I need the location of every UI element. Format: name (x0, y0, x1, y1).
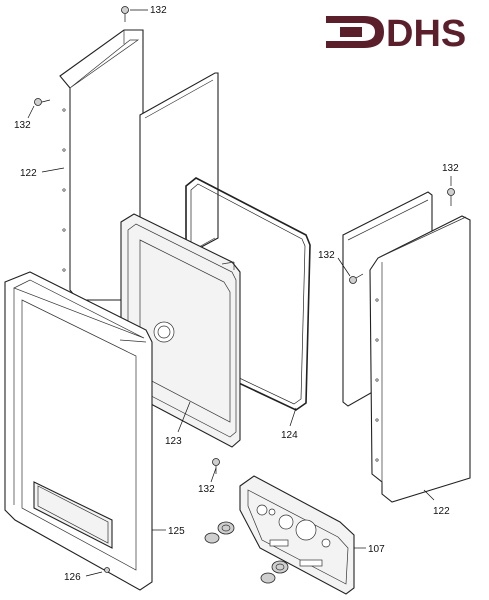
front-foot-icon (104, 567, 110, 573)
control-knob-lower (260, 560, 289, 584)
control-knob-upper (204, 521, 235, 544)
label-side-panel-left: 122 (20, 168, 37, 179)
label-screw-right-top: 132 (442, 163, 459, 174)
label-gasket: 124 (281, 430, 298, 441)
logo-arrow-mark (326, 16, 384, 48)
screw-right-mid-icon (349, 273, 364, 284)
screw-top-icon (121, 6, 129, 22)
label-chamber: 123 (165, 436, 182, 447)
label-screw-left: 132 (14, 120, 31, 131)
chamber-flue-port (153, 321, 175, 343)
label-front-foot: 126 (64, 572, 81, 583)
dhs-logo: DHS (326, 13, 466, 55)
label-screw-top: 132 (150, 5, 167, 16)
label-screw-bottom: 132 (198, 484, 215, 495)
label-screw-right-mid: 132 (318, 250, 335, 261)
label-control-panel: 107 (368, 544, 385, 555)
front-panel-window (33, 481, 113, 549)
right-side-panel (369, 215, 471, 503)
label-side-panel-right: 122 (433, 506, 450, 517)
logo-text: DHS (386, 13, 466, 55)
label-front-panel: 125 (168, 526, 185, 537)
front-panel (4, 271, 153, 591)
screw-right-top-icon (447, 188, 455, 206)
control-panel-bracket (239, 475, 355, 595)
screw-bottom-icon (212, 458, 220, 474)
screw-left-icon (34, 98, 51, 106)
